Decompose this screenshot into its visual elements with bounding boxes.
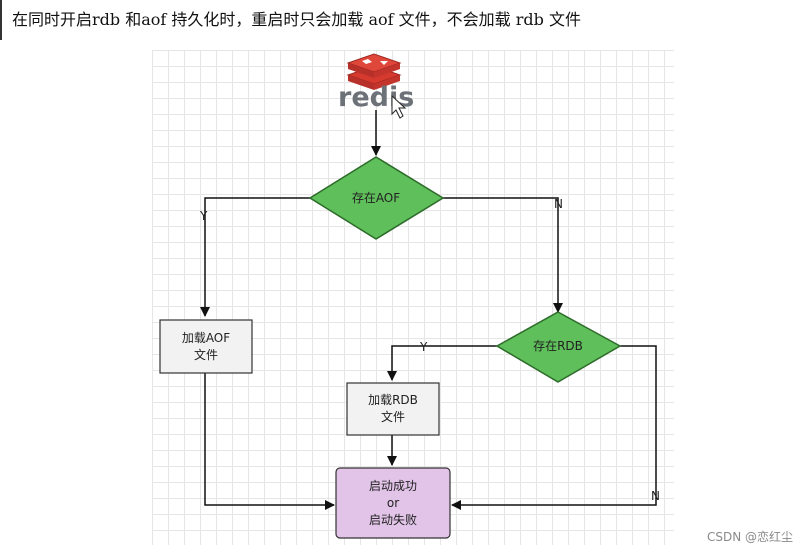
decision-aof: 存在AOF (308, 156, 445, 240)
load-aof-line1: 加载AOF (182, 331, 230, 345)
process-load-aof: 加载AOF 文件 (159, 319, 253, 374)
load-rdb-line2: 文件 (381, 409, 405, 424)
process-load-rdb: 加载RDB 文件 (346, 382, 440, 436)
connector-rdb-no (451, 345, 657, 510)
redis-logo: redis (338, 53, 414, 119)
connectors (200, 110, 657, 510)
connector-aof-yes (200, 197, 310, 317)
result-line2: or (387, 496, 399, 510)
decision-rdb: 存在RDB (495, 311, 622, 383)
edge-label-aof-yes: Y (199, 209, 208, 223)
load-rdb-line1: 加载RDB (368, 393, 418, 407)
process-result: 启动成功 or 启动失败 (335, 467, 451, 539)
result-line3: 启动失败 (369, 512, 417, 527)
mouse-cursor-icon (391, 94, 407, 119)
decision-aof-label: 存在AOF (352, 191, 400, 205)
connector-aof-no (443, 197, 563, 313)
load-aof-line2: 文件 (194, 347, 218, 362)
edge-label-rdb-no: N (651, 489, 660, 503)
connector-rdb-yes (387, 345, 497, 381)
redis-cube-icon (346, 53, 402, 90)
diagram-canvas (152, 50, 674, 545)
decision-rdb-label: 存在RDB (533, 339, 583, 353)
result-line1: 启动成功 (369, 479, 417, 493)
edge-label-rdb-yes: Y (419, 340, 428, 354)
edge-label-aof-no: N (554, 197, 563, 211)
annotation-text: 在同时开启rdb 和aof 持久化时，重启时只会加载 aof 文件，不会加载 r… (0, 0, 807, 40)
watermark: CSDN @恋红尘 (706, 530, 793, 544)
connector-loadaof-to-result (204, 373, 335, 510)
